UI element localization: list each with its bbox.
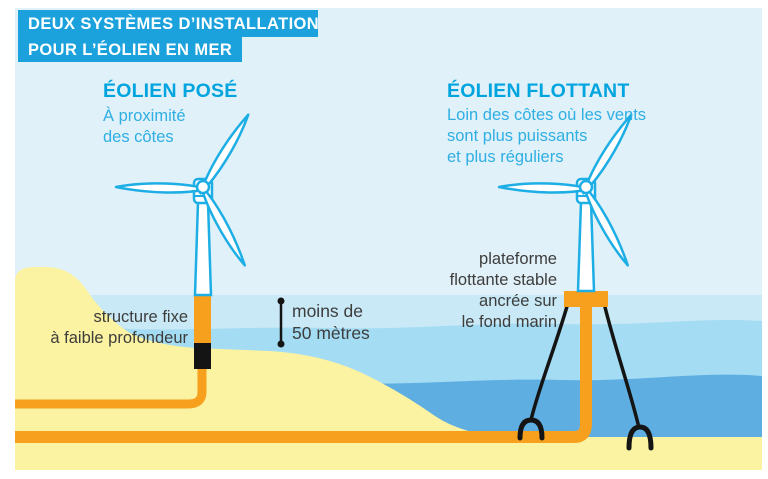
platform-label-line3: ancrée sur [479,292,557,310]
monopile-base-black [194,343,211,369]
fixed-system-texts: ÉOLIEN POSÉ À proximité des côtes struct… [50,79,237,347]
platform-label-line4: le fond marin [462,313,557,331]
blade-icon [497,182,593,194]
depth-note-line2: 50 mètres [292,323,370,343]
turbine-floating-icon [497,113,633,307]
fixed-subtitle-line1: À proximité [103,106,186,125]
fixed-heading: ÉOLIEN POSÉ [103,79,237,102]
fixed-subtitle-line2: des côtes [103,128,174,146]
platform-label-line1: plateforme [479,250,557,268]
blade-icon [114,182,210,194]
floating-system-texts: ÉOLIEN FLOTTANT Loin des côtes où les ve… [447,79,646,331]
blade-icon [199,183,247,267]
fixed-turbine-cable [15,365,207,409]
blade-icon [582,183,630,267]
title-banner: DEUX SYSTÈMES D’INSTALLATION POUR L’ÉOLI… [18,10,319,62]
floating-heading: ÉOLIEN FLOTTANT [447,79,629,102]
anchor-right-icon [626,424,654,451]
anchor-left-icon [517,417,545,441]
depth-measure-icon [277,297,285,348]
blade-icon [582,113,633,195]
turbine-fixed-icon [114,113,250,369]
depth-note-texts: moins de 50 mètres [292,301,370,343]
rotor-hub [578,179,594,195]
floating-platform [564,291,608,307]
page-title-line2: POUR L’ÉOLIEN EN MER [28,40,232,59]
mooring-line-left [529,302,570,421]
mooring-system [517,302,654,451]
turbine-rotor [497,113,633,267]
turbine-rotor [114,113,250,267]
floating-subtitle-line3: et plus réguliers [447,148,563,166]
page-title-line1: DEUX SYSTÈMES D’INSTALLATION [28,14,319,33]
seabed-sand [15,267,762,470]
mooring-line-right [602,302,641,429]
export-cable-and-keel [15,300,592,443]
title-bar-line1-bg [18,10,318,37]
fixed-structure-label-line1: structure fixe [94,308,188,326]
title-bar-line2-bg [18,37,242,62]
floating-subtitle-line2: sont plus puissants [447,127,587,145]
measure-dot-top [277,297,285,305]
fixed-structure-label-line2: à faible profondeur [50,329,188,347]
blade-icon [199,113,250,195]
platform-label-line2: flottante stable [450,271,557,289]
turbine-tower [576,200,596,293]
depth-note-line1: moins de [292,301,363,321]
monopile-foundation [194,293,211,347]
turbine-tower [193,200,213,297]
rotor-hub [195,179,211,195]
floating-subtitle-line1: Loin des côtes où les vents [447,106,646,124]
measure-dot-bottom [277,340,285,348]
